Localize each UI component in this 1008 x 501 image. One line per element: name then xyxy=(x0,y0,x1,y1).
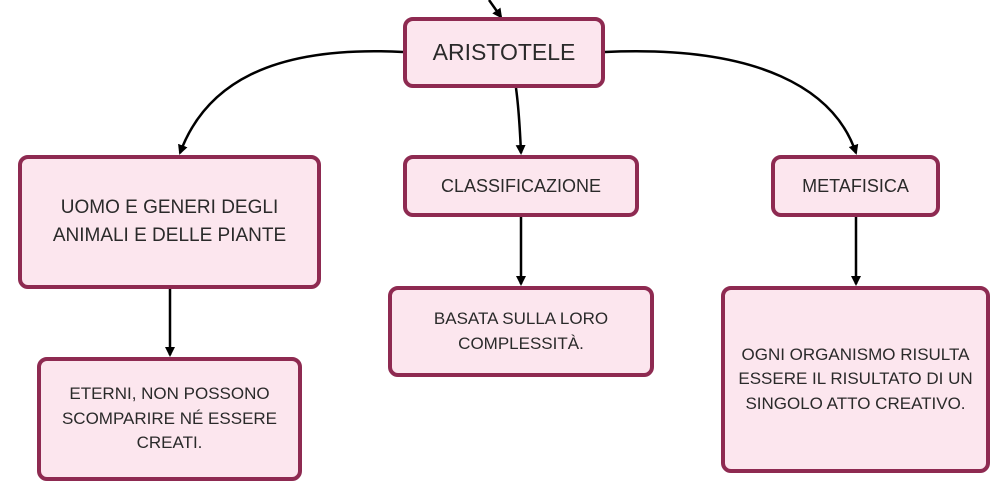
node-metafisica: METAFISICA xyxy=(771,155,940,217)
connector-root-to-uomo xyxy=(178,49,404,155)
node-eterni-label: ETERNI, NON POSSONO SCOMPARIRE NÉ ESSERE… xyxy=(61,384,278,453)
node-classificazione: CLASSIFICAZIONE xyxy=(403,155,639,217)
connector-root-to-meta xyxy=(604,50,859,155)
node-classificazione-label: CLASSIFICAZIONE xyxy=(440,175,602,196)
node-aristotele-label: ARISTOTELE xyxy=(432,38,576,65)
node-ogni-organismo-label: OGNI ORGANISMO RISULTA ESSERE IL RISULTA… xyxy=(738,344,973,413)
node-metafisica-label: METAFISICA xyxy=(802,175,909,196)
node-basata: BASATA SULLA LORO COMPLESSITÀ. xyxy=(388,286,654,377)
node-uomo-e-generi-label: UOMO E GENERI DEGLI ANIMALI E DELLE PIAN… xyxy=(52,197,287,246)
node-aristotele: ARISTOTELE xyxy=(403,17,605,88)
node-uomo-e-generi: UOMO E GENERI DEGLI ANIMALI E DELLE PIAN… xyxy=(18,155,321,289)
connector-incoming-to-root xyxy=(487,0,503,19)
node-basata-label: BASATA SULLA LORO COMPLESSITÀ. xyxy=(433,308,609,353)
node-ogni-organismo: OGNI ORGANISMO RISULTA ESSERE IL RISULTA… xyxy=(721,286,990,473)
node-eterni: ETERNI, NON POSSONO SCOMPARIRE NÉ ESSERE… xyxy=(37,357,302,481)
connector-root-to-class xyxy=(514,87,526,155)
